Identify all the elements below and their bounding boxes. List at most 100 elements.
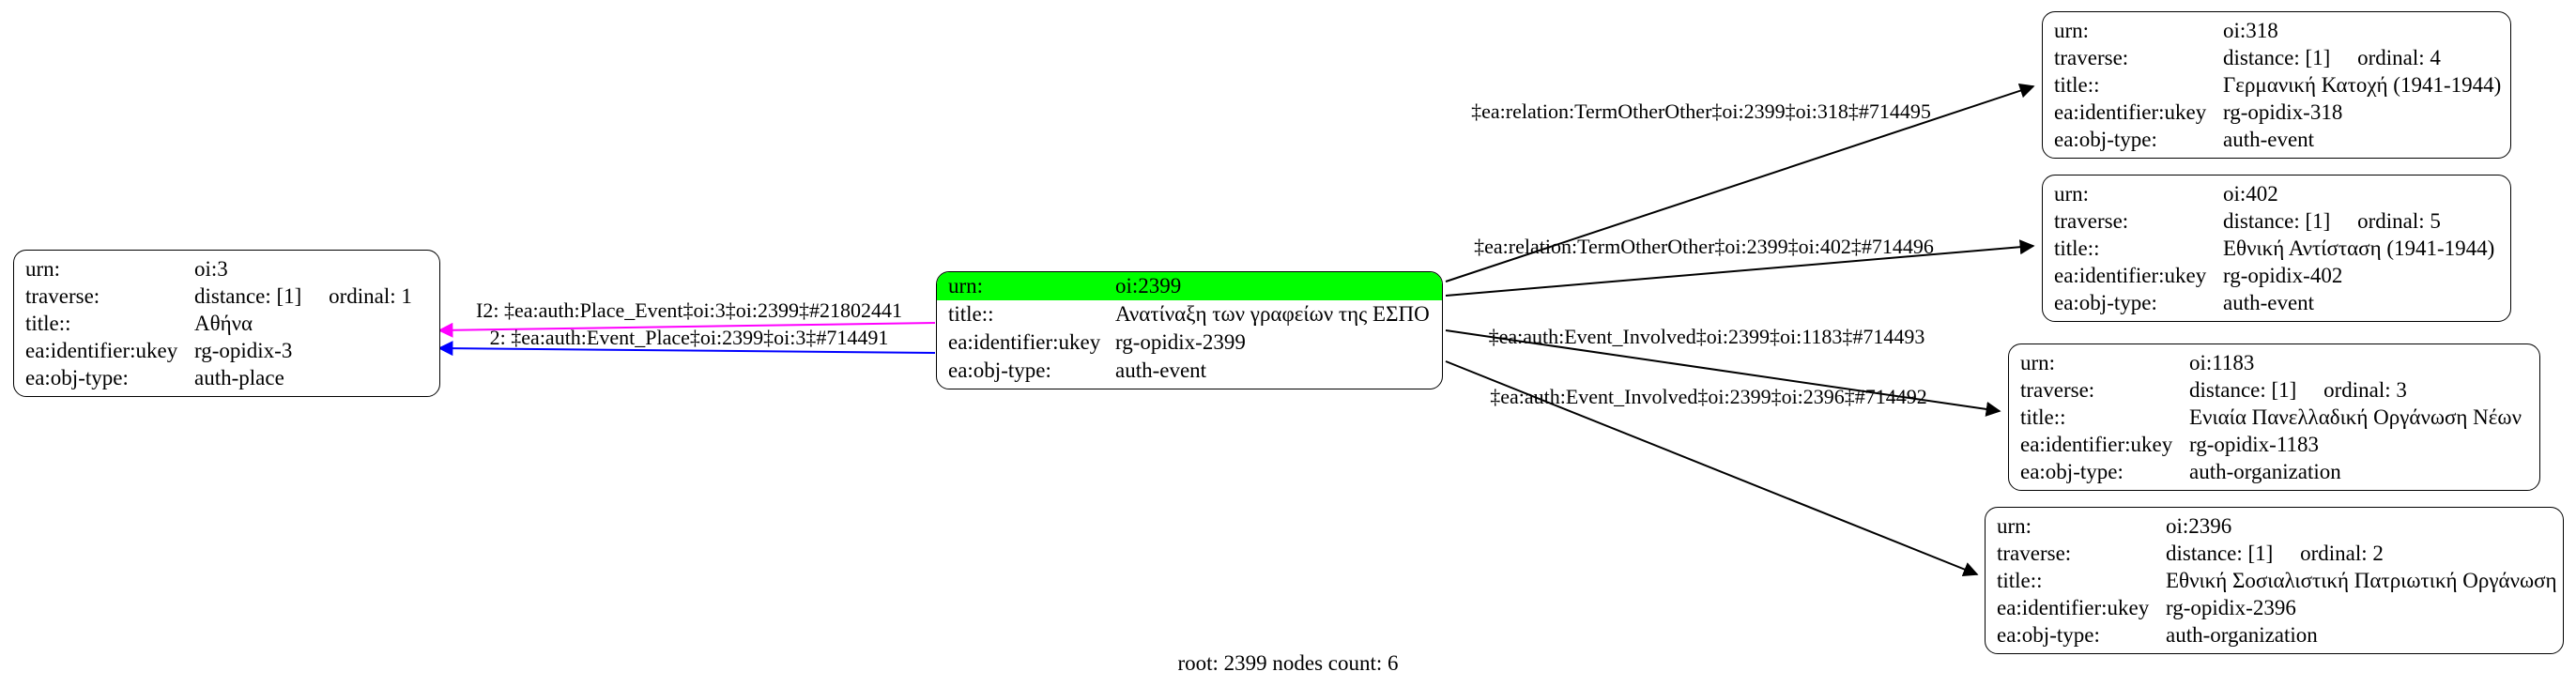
field-key: ea:identifier:ukey: [2020, 433, 2173, 456]
node-oi-2399-root[interactable]: urn: oi:2399 title:: Ανατίναξη των γραφε…: [936, 271, 1443, 389]
field-title: title:: Εθνική Αντίσταση (1941-1944): [2043, 235, 2510, 262]
field-value: auth-event: [1115, 359, 1207, 382]
edge-label-place-event: I2: ‡ea:auth:Place_Event‡oi:3‡oi:2399‡#2…: [476, 298, 902, 322]
field-key: urn:: [948, 274, 984, 298]
field-key: ea:identifier:ukey: [2054, 264, 2207, 287]
field-value: rg-opidix-1183: [2189, 433, 2319, 456]
field-value: oi:2399: [1115, 274, 1182, 298]
field-value: distance: [1] ordinal: 3: [2189, 378, 2407, 402]
field-key: title::: [1997, 569, 2043, 592]
edge-line-involved-1183: [1445, 329, 2001, 417]
field-urn: urn: oi:3: [14, 255, 439, 282]
field-key: ea:obj-type:: [948, 359, 1051, 382]
field-traverse: traverse: distance: [1] ordinal: 1: [14, 282, 439, 310]
edge-line-term-318: [1445, 83, 2035, 282]
field-value: Εθνική Σοσιαλιστική Πατριωτική Οργάνωση: [2166, 569, 2557, 592]
edge-line-involved-2396: [1445, 360, 1979, 577]
field-urn: urn: oi:318: [2043, 17, 2510, 44]
field-value: distance: [1] ordinal: 2: [2166, 542, 2384, 565]
field-value: distance: [1] ordinal: 1: [194, 284, 412, 308]
field-value: Εθνική Αντίσταση (1941-1944): [2223, 237, 2495, 260]
edge-label-involved-2396: ‡ea:auth:Event_Involved‡oi:2399‡oi:2396‡…: [1490, 385, 1927, 408]
field-key: traverse:: [25, 284, 100, 308]
field-key: urn:: [2054, 182, 2090, 206]
field-identifier: ea:identifier:ukey rg-opidix-1183: [2009, 431, 2539, 458]
field-traverse: traverse: distance: [1] ordinal: 5: [2043, 207, 2510, 235]
field-key: ea:obj-type:: [2054, 128, 2157, 151]
field-value: oi:402: [2223, 182, 2278, 206]
edge-label-term-402: ‡ea:relation:TermOtherOther‡oi:2399‡oi:4…: [1474, 235, 1934, 258]
node-oi-2396[interactable]: urn: oi:2396 traverse: distance: [1] ord…: [1985, 507, 2564, 654]
edge-line-term-402: [1445, 239, 2035, 297]
field-key: urn:: [2054, 19, 2090, 42]
field-urn-highlighted: urn: oi:2399: [937, 272, 1442, 300]
field-value: rg-opidix-2396: [2166, 596, 2296, 619]
field-identifier: ea:identifier:ukey rg-opidix-2396: [1986, 594, 2563, 621]
field-key: traverse:: [2054, 209, 2129, 233]
field-key: ea:identifier:ukey: [25, 339, 178, 362]
field-title: title:: Γερμανική Κατοχή (1941-1944): [2043, 71, 2510, 99]
field-value: oi:1183: [2189, 351, 2255, 374]
field-traverse: traverse: distance: [1] ordinal: 2: [1986, 540, 2563, 567]
graph-caption: root: 2399 nodes count: 6: [1177, 651, 1399, 675]
edge-label-event-place: 2: ‡ea:auth:Event_Place‡oi:2399‡oi:3‡#71…: [489, 326, 889, 349]
field-value: Ανατίναξη των γραφείων της ΕΣΠΟ: [1115, 302, 1430, 326]
node-oi-402[interactable]: urn: oi:402 traverse: distance: [1] ordi…: [2042, 175, 2511, 322]
edge-label-term-318: ‡ea:relation:TermOtherOther‡oi:2399‡oi:3…: [1471, 99, 1931, 123]
field-value: Ενιαία Πανελλαδική Οργάνωση Νέων: [2189, 405, 2522, 429]
field-urn: urn: oi:2396: [1986, 512, 2563, 540]
field-value: rg-opidix-402: [2223, 264, 2343, 287]
field-key: traverse:: [1997, 542, 2072, 565]
field-title: title:: Αθήνα: [14, 310, 439, 337]
field-traverse: traverse: distance: [1] ordinal: 3: [2009, 376, 2539, 404]
field-traverse: traverse: distance: [1] ordinal: 4: [2043, 44, 2510, 71]
field-key: urn:: [2020, 351, 2056, 374]
edge-label-involved-1183: ‡ea:auth:Event_Involved‡oi:2399‡oi:1183‡…: [1488, 325, 1925, 348]
field-objtype: ea:obj-type: auth-event: [2043, 289, 2510, 316]
field-identifier: ea:identifier:ukey rg-opidix-2399: [937, 328, 1442, 357]
field-key: ea:obj-type:: [1997, 623, 2100, 647]
field-value: rg-opidix-318: [2223, 100, 2343, 124]
edge-line-event-place: [437, 341, 936, 357]
field-key: title::: [2020, 405, 2066, 429]
field-value: auth-event: [2223, 291, 2315, 314]
field-value: oi:318: [2223, 19, 2278, 42]
edge-line-place-event: [437, 322, 936, 338]
field-identifier: ea:identifier:ukey rg-opidix-402: [2043, 262, 2510, 289]
field-value: distance: [1] ordinal: 4: [2223, 46, 2441, 69]
field-key: title::: [2054, 73, 2100, 97]
field-value: Γερμανική Κατοχή (1941-1944): [2223, 73, 2502, 97]
field-objtype: ea:obj-type: auth-place: [14, 364, 439, 391]
field-key: ea:identifier:ukey: [2054, 100, 2207, 124]
field-objtype: ea:obj-type: auth-event: [937, 357, 1442, 385]
field-objtype: ea:obj-type: auth-organization: [2009, 458, 2539, 485]
node-oi-318[interactable]: urn: oi:318 traverse: distance: [1] ordi…: [2042, 11, 2511, 159]
field-value: auth-organization: [2166, 623, 2318, 647]
field-title: title:: Ενιαία Πανελλαδική Οργάνωση Νέων: [2009, 404, 2539, 431]
field-objtype: ea:obj-type: auth-event: [2043, 126, 2510, 153]
field-value: rg-opidix-2399: [1115, 330, 1246, 354]
field-identifier: ea:identifier:ukey rg-opidix-3: [14, 337, 439, 364]
field-urn: urn: oi:402: [2043, 180, 2510, 207]
field-value: auth-event: [2223, 128, 2315, 151]
field-key: urn:: [1997, 514, 2032, 538]
field-title: title:: Εθνική Σοσιαλιστική Πατριωτική Ο…: [1986, 567, 2563, 594]
field-key: traverse:: [2054, 46, 2129, 69]
field-key: title::: [2054, 237, 2100, 260]
field-key: ea:obj-type:: [2020, 460, 2124, 483]
field-key: title::: [948, 302, 994, 326]
field-identifier: ea:identifier:ukey rg-opidix-318: [2043, 99, 2510, 126]
node-oi-1183[interactable]: urn: oi:1183 traverse: distance: [1] ord…: [2008, 344, 2540, 491]
field-value: distance: [1] ordinal: 5: [2223, 209, 2441, 233]
field-key: ea:obj-type:: [25, 366, 129, 389]
field-key: ea:identifier:ukey: [948, 330, 1101, 354]
field-key: title::: [25, 312, 71, 335]
field-value: Αθήνα: [194, 312, 253, 335]
field-value: auth-place: [194, 366, 284, 389]
field-value: oi:3: [194, 257, 228, 281]
node-oi-3[interactable]: urn: oi:3 traverse: distance: [1] ordina…: [13, 250, 440, 397]
field-value: rg-opidix-3: [194, 339, 293, 362]
field-objtype: ea:obj-type: auth-organization: [1986, 621, 2563, 649]
